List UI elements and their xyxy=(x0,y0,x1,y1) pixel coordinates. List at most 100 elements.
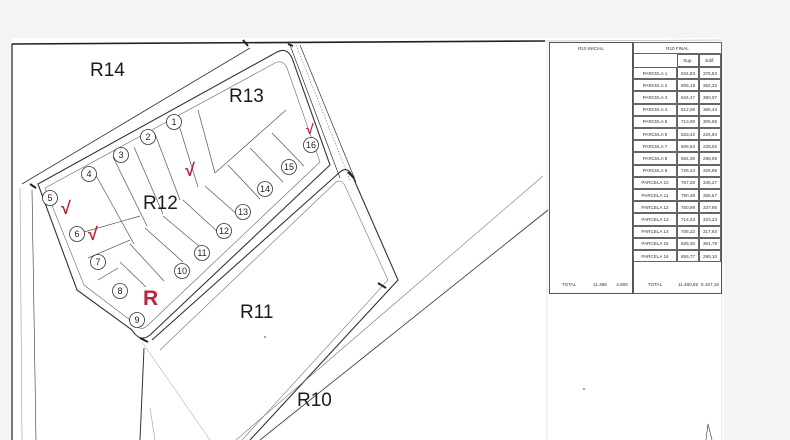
table-cell-sup: 805,19 xyxy=(677,79,699,92)
table-cell-edif: 226,94 xyxy=(699,128,721,141)
lot-marker-6: 6 xyxy=(69,226,85,242)
table-cell-edif: 326,89 xyxy=(699,164,721,177)
table-cell-sup: 790,38 xyxy=(677,189,699,202)
table-cell-name: PARCELA 12 xyxy=(633,201,677,214)
lot-number: 6 xyxy=(74,229,79,239)
table-cell-sup: 655,77 xyxy=(677,250,699,263)
table-cell-name: PARCELA 10 xyxy=(633,176,677,189)
lot-circle xyxy=(42,190,58,206)
lot-marker-12: 12 xyxy=(216,223,232,239)
lot-circle xyxy=(281,159,297,175)
lot-marker-10: 10 xyxy=(174,263,190,279)
table-cell-edif: 317,84 xyxy=(699,225,721,238)
lot-marker-3: 3 xyxy=(113,147,129,163)
lot-marker-2: 2 xyxy=(140,129,156,145)
lot-marker-9: 9 xyxy=(129,312,145,328)
table-cell-edif: 361,79 xyxy=(699,237,721,250)
table-cell-name: PARCELA 5 xyxy=(633,115,677,128)
lot-circle xyxy=(113,147,129,163)
lot-number: 5 xyxy=(47,193,52,203)
table-cell-sup: 826,30 xyxy=(677,237,699,250)
road-outlines xyxy=(19,44,549,440)
lot-circle xyxy=(166,114,182,130)
lot-marker-15: 15 xyxy=(281,159,297,175)
lot-number: 16 xyxy=(306,140,316,150)
table-cell-sup: 533,42 xyxy=(677,128,699,141)
lot-circle xyxy=(69,226,85,242)
check-mark-lot-16: √ xyxy=(306,121,314,137)
table-cell-name: PARCELA 3 xyxy=(633,91,677,104)
table-cell-sup: 812,06 xyxy=(677,103,699,116)
parcel-table: R10 INICIAL R10 FINAL Sup. Edif. PARCELA… xyxy=(549,42,722,294)
table-cell-sup: 750,99 xyxy=(677,201,699,214)
table-initial-column xyxy=(549,42,633,294)
table-col-sup: Sup. xyxy=(677,54,699,67)
table-col-edif: Edif. xyxy=(699,54,721,67)
table-cell-edif: 228,02 xyxy=(699,140,721,153)
lot-marker-13: 13 xyxy=(235,204,251,220)
handwritten-marks: √ √ √ √ R xyxy=(61,121,314,310)
table-cell-sup: 726,43 xyxy=(677,164,699,177)
table-cell-edif: 345,27 xyxy=(699,176,721,189)
lot-marker-1: 1 xyxy=(166,114,182,130)
table-cell-name: PARCELA 7 xyxy=(633,140,677,153)
table-cell-edif: 355,67 xyxy=(699,189,721,202)
lot-number: 1 xyxy=(171,117,176,127)
lot-number: 11 xyxy=(197,248,206,258)
lot-marker-16: 16 xyxy=(303,137,319,153)
region-label-r13: R13 xyxy=(229,86,264,107)
lot-number: 15 xyxy=(284,162,294,172)
table-cell-name: PARCELA 13 xyxy=(633,213,677,226)
lot-circle xyxy=(174,263,190,279)
table-cell-edif: 323,23 xyxy=(699,213,721,226)
lot-marker-8: 8 xyxy=(112,283,128,299)
lot-number: 8 xyxy=(117,286,122,296)
lot-circle xyxy=(90,254,106,270)
region-label-r10: R10 xyxy=(297,390,332,411)
lot-number: 3 xyxy=(118,150,123,160)
lot-marker-4: 4 xyxy=(81,166,97,182)
north-arrow-fragment xyxy=(705,423,713,440)
region-label-r11: R11 xyxy=(240,302,273,323)
lot-circle xyxy=(112,283,128,299)
region-label-r14: R14 xyxy=(90,60,125,81)
table-cell-name: PARCELA 2 xyxy=(633,79,677,92)
plan-sheet xyxy=(12,38,724,440)
region-label-r12: R12 xyxy=(143,193,178,214)
total-label-initial: TOTAL xyxy=(561,281,577,287)
table-cell-name: PARCELA 16 xyxy=(633,250,677,263)
table-cell-name: PARCELA 8 xyxy=(633,152,677,165)
plan-dot xyxy=(583,388,585,390)
table-cell-name: PARCELA 15 xyxy=(633,237,677,250)
table-cell-edif: 375,53 xyxy=(699,67,721,80)
table-cell-edif: 306,96 xyxy=(699,115,721,128)
table-cell-sup: 767,26 xyxy=(677,176,699,189)
table-cell-sup: 844,47 xyxy=(677,91,699,104)
lot-number: 9 xyxy=(134,315,139,325)
total-label-final: TOTAL xyxy=(647,281,663,287)
total-initial-sup: 11.356 xyxy=(593,281,607,287)
sheet-frame xyxy=(11,39,723,440)
table-cell-sup: 506,53 xyxy=(677,140,699,153)
total-final-sup: 11.480,55 xyxy=(677,281,699,287)
table-cell-name: PARCELA 1 xyxy=(633,67,677,80)
table-cell-sup: 714,43 xyxy=(677,213,699,226)
lot-marker-5: 5 xyxy=(42,190,58,206)
table-header-initial: R10 INICIAL xyxy=(578,45,604,51)
lot-number: 12 xyxy=(219,226,229,236)
lot-circle xyxy=(235,204,251,220)
table-cell-edif: 295,10 xyxy=(699,250,721,263)
check-mark-lot-6: √ xyxy=(88,224,98,244)
lot-number: 7 xyxy=(95,257,100,267)
lot-circle xyxy=(81,166,97,182)
check-mark-lot-5: √ xyxy=(61,198,71,218)
lot-number: 13 xyxy=(238,207,248,217)
lot-marker-14: 14 xyxy=(257,181,273,197)
lot-number: 14 xyxy=(260,184,270,194)
check-mark-r12: √ xyxy=(185,160,195,180)
lot-number: 2 xyxy=(145,132,150,142)
lot-circle xyxy=(257,181,273,197)
lot-circle xyxy=(129,312,145,328)
